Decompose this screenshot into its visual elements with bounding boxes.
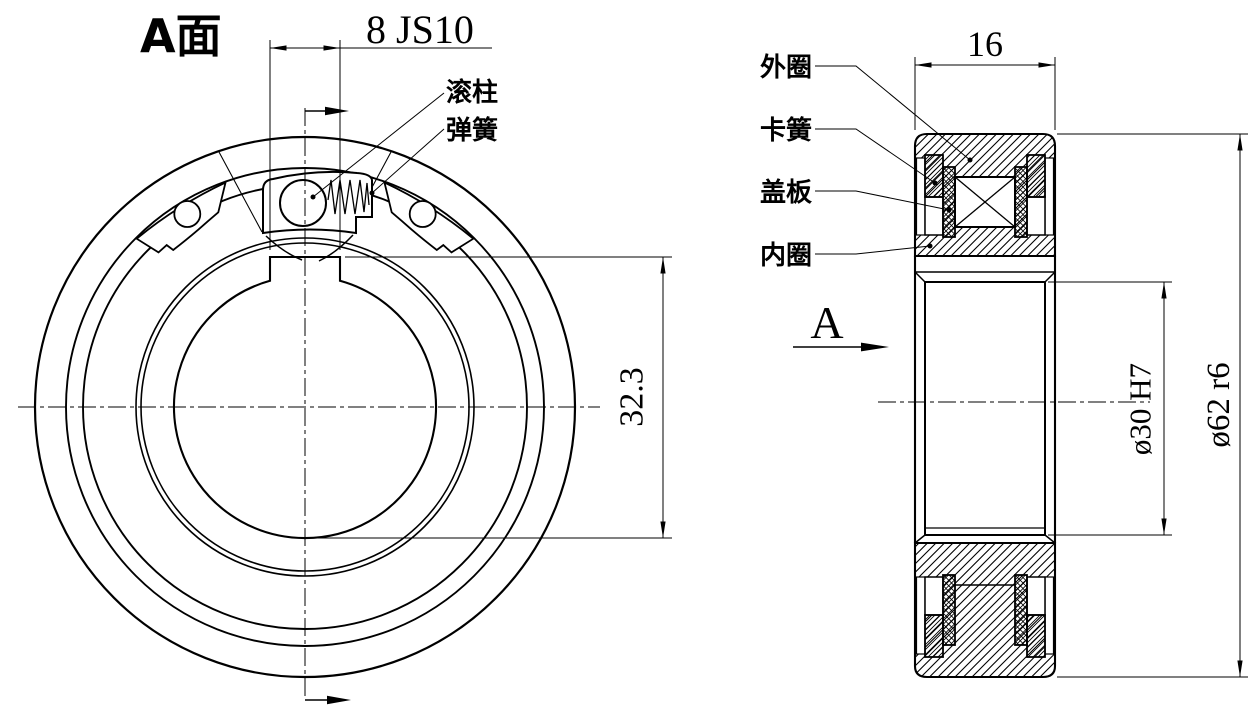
leader-dot <box>369 190 375 196</box>
bore-dim-text: ø30 H7 <box>1123 363 1158 455</box>
roller-label: 滚柱 <box>446 77 498 108</box>
circlip-leader <box>815 128 938 186</box>
width-dimension: 16 <box>914 24 1056 130</box>
lower-right-side-slot <box>1044 576 1055 655</box>
upper-left-circlip <box>924 154 944 198</box>
cover-plate-label: 盖板 <box>760 177 812 208</box>
left-roller <box>173 200 202 228</box>
chamfer-diagonal <box>1044 271 1056 283</box>
spring-leader <box>369 128 445 196</box>
leader-dot <box>967 157 973 163</box>
upper-right-circlip-gap <box>1026 196 1046 236</box>
pocket-funnel-right <box>318 234 354 262</box>
arrow-head-icon <box>861 342 889 352</box>
cover-plate-leader <box>815 190 952 213</box>
roller-leader <box>310 92 445 200</box>
section-arrow-bottom <box>305 695 351 705</box>
chamfer-diagonal <box>1044 534 1056 544</box>
leader-dot <box>310 194 316 200</box>
arrow-head-icon <box>327 695 351 705</box>
view-direction-arrow: A <box>793 297 889 352</box>
top-roller <box>279 179 327 227</box>
leader-dot <box>932 180 938 186</box>
spring-label: 弹簧 <box>446 115 498 146</box>
outer-ring-label: 外圈 <box>760 53 812 83</box>
upper-left-side-slot <box>915 157 926 236</box>
right-roller <box>408 200 437 228</box>
bore-dimension: ø30 H7 <box>1048 281 1172 536</box>
keyway-depth-dim-text: 32.3 <box>614 367 651 427</box>
keyway-width-dimension: 8 JS10 <box>269 7 492 250</box>
keyway-depth-dimension: 32.3 <box>312 256 672 539</box>
bore-keyway-outline <box>172 255 438 540</box>
lower-left-cover-plate <box>942 574 956 646</box>
chamfer-diagonal <box>914 534 926 544</box>
upper-right-side-slot <box>1044 157 1055 236</box>
chamfer-diagonal <box>914 271 926 283</box>
lower-left-circlip <box>924 614 944 658</box>
upper-right-circlip <box>1026 154 1046 198</box>
width-dim-text: 16 <box>967 24 1003 64</box>
front-view: 8 JS10 32.3 A面 滚柱 弹簧 <box>18 7 672 705</box>
lower-right-cover-plate <box>1014 574 1028 646</box>
section-arrow-top <box>305 106 349 116</box>
spring-zigzag <box>327 179 370 215</box>
lower-right-circlip-gap <box>1026 576 1046 616</box>
inner-ring-label: 内圈 <box>760 241 812 271</box>
lower-right-circlip <box>1026 614 1046 658</box>
leader-dot <box>927 243 933 249</box>
upper-right-cover-plate <box>1014 166 1028 238</box>
lower-left-circlip-gap <box>924 576 944 616</box>
section-view: 16 ø30 H7 ø62 r6 <box>760 24 1248 679</box>
upper-left-circlip-gap <box>924 196 944 236</box>
keyway-width-dim-text: 8 JS10 <box>366 7 474 52</box>
upper-left-cover-plate <box>942 166 956 238</box>
leader-dot <box>946 207 952 213</box>
circlip-label: 卡簧 <box>760 115 812 146</box>
arrow-head-icon <box>325 106 349 116</box>
left-cam-ramp-line <box>218 151 263 233</box>
view-title: A面 <box>140 9 222 63</box>
outer-dimension: ø62 r6 <box>1057 133 1248 678</box>
lower-left-side-slot <box>915 576 926 655</box>
pocket-funnel-left <box>265 235 303 261</box>
outer-dim-text: ø62 r6 <box>1201 362 1237 447</box>
outer-ring-leader <box>815 65 973 163</box>
inner-ring-leader <box>815 243 933 255</box>
view-direction-label: A <box>810 297 843 348</box>
roller-diagonal <box>954 176 1016 228</box>
